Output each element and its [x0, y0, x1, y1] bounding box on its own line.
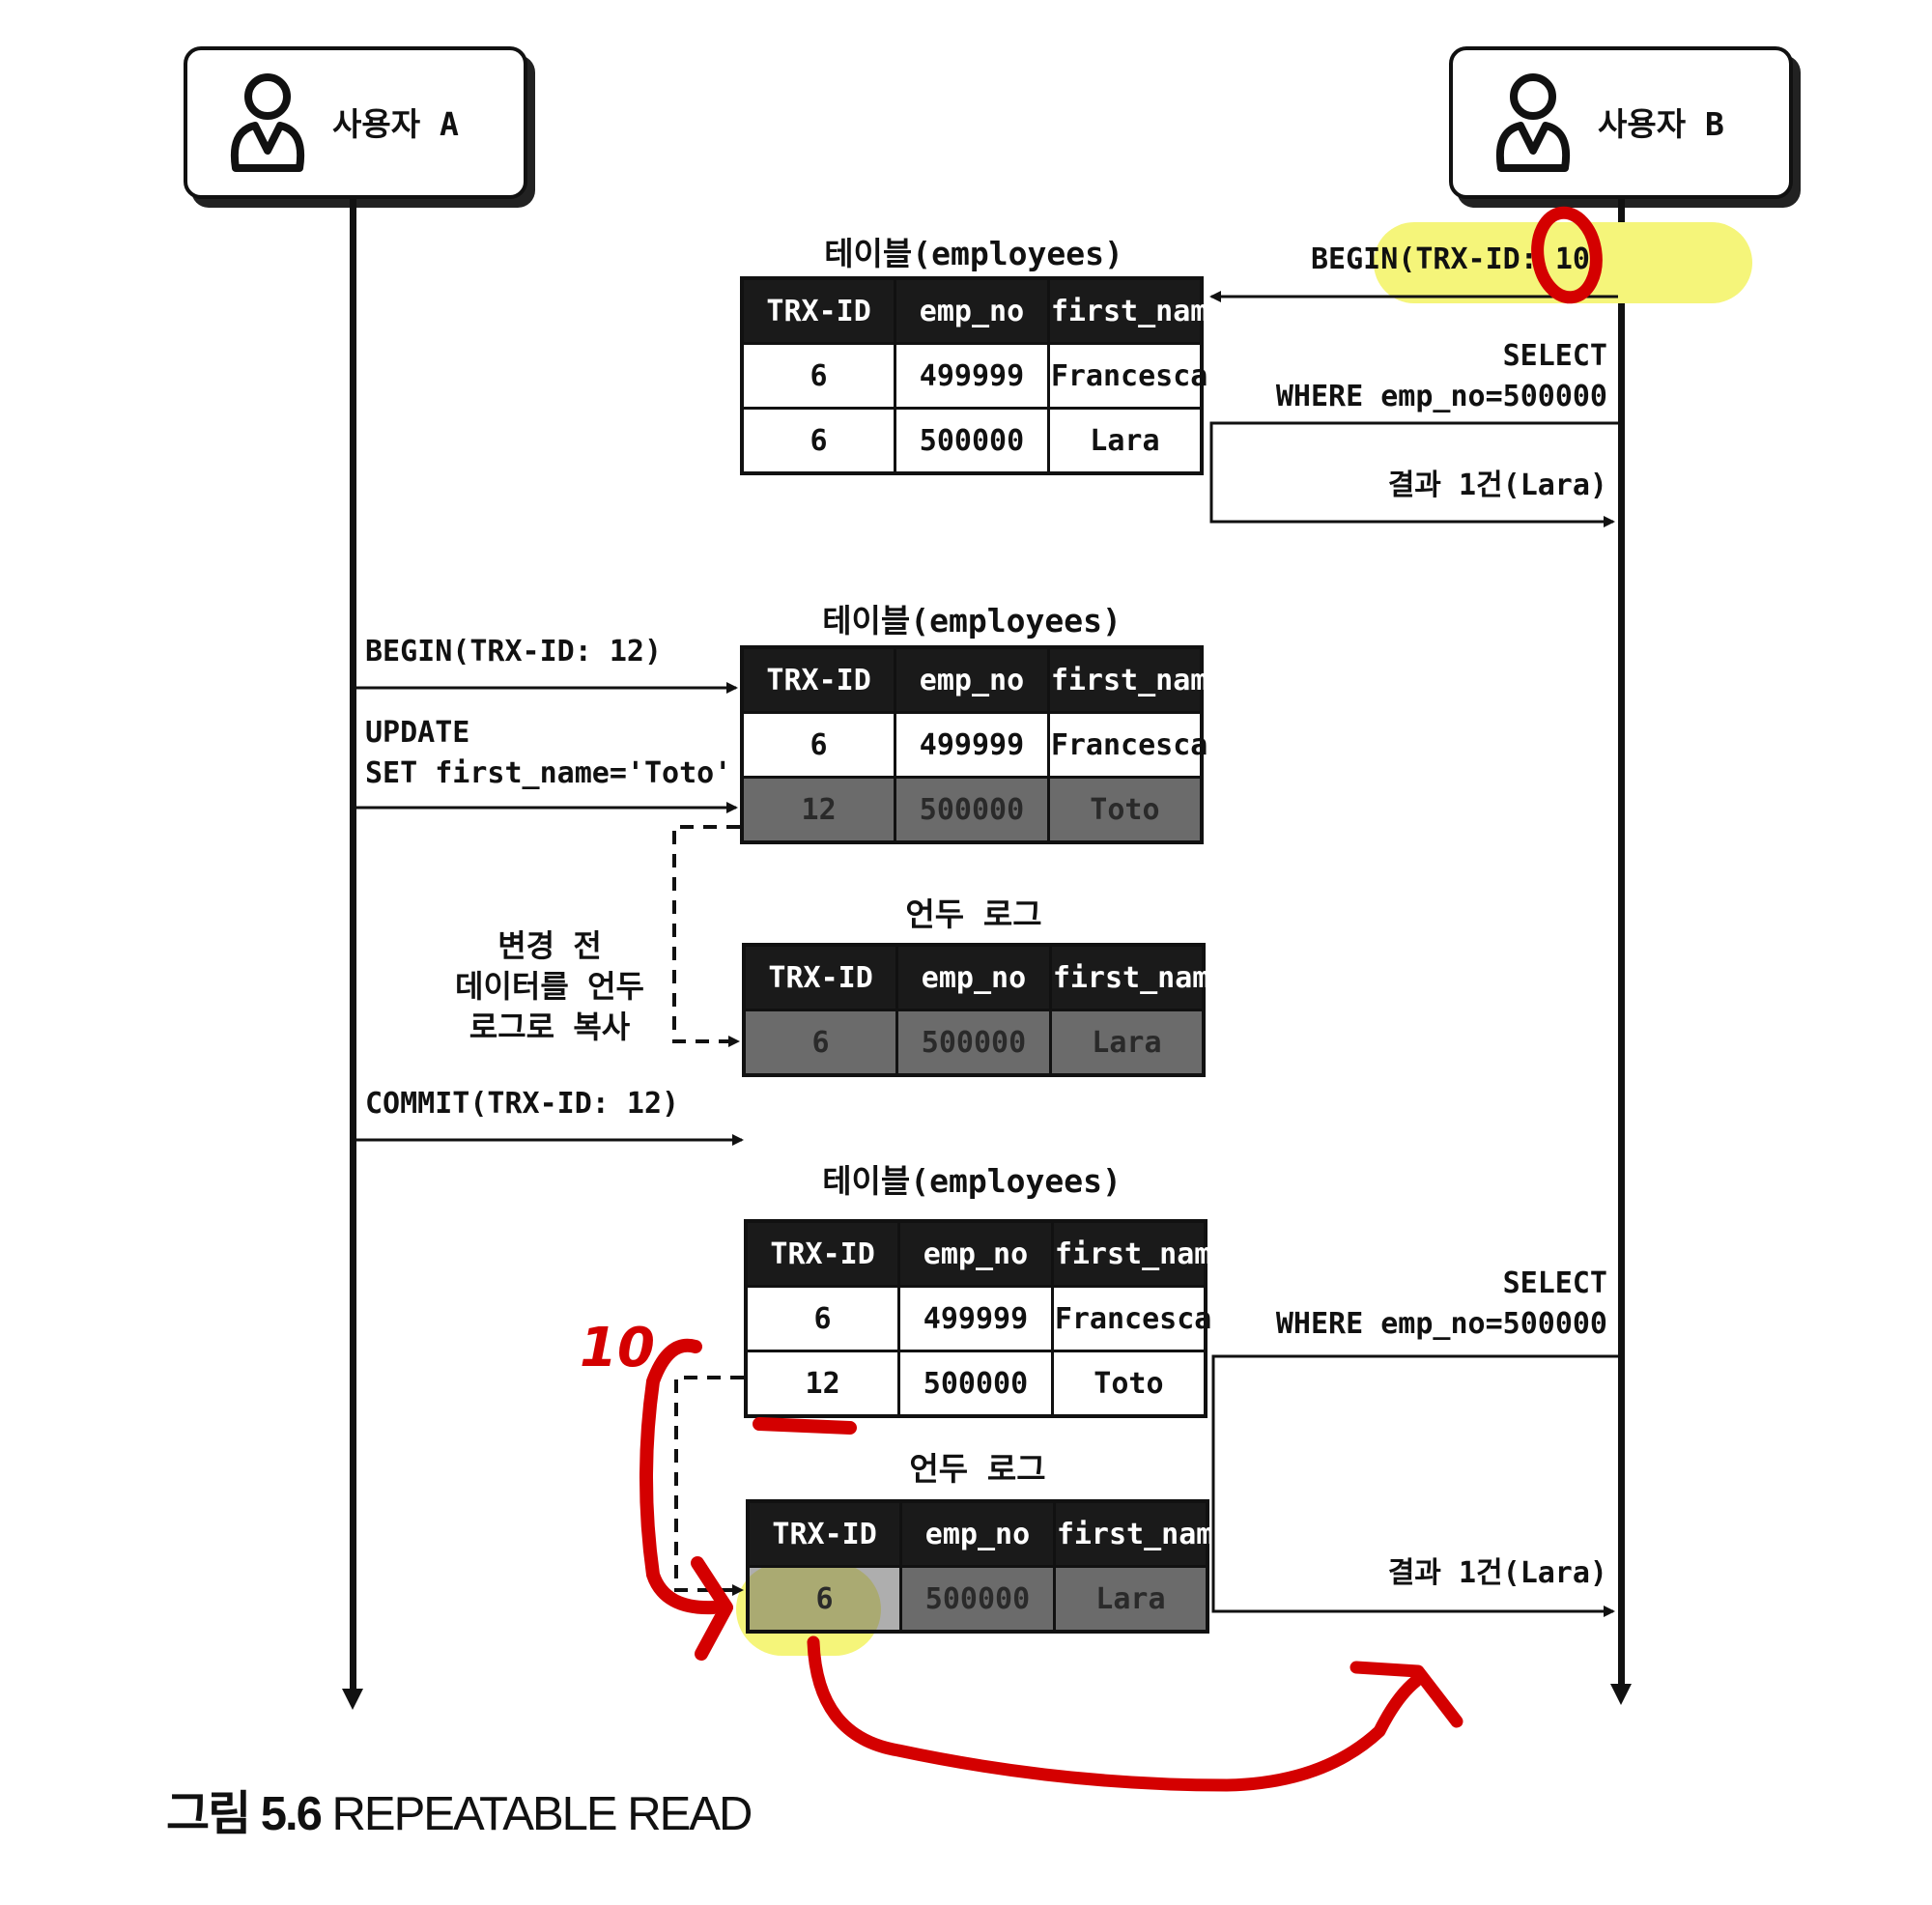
result-b-label: 결과 1건(Lara) [1387, 469, 1607, 502]
dashed-copy-arrow [672, 825, 740, 1047]
commit-a-label: COMMIT(TRX-ID: 12) [365, 1087, 680, 1121]
undo-log-table: TRX-ID emp_no first_name 6 500000 Lara [746, 1499, 1231, 1634]
col-header: emp_no [894, 276, 1050, 345]
col-header: TRX-ID [740, 645, 897, 714]
cell: 6 [740, 711, 897, 779]
employees-table: TRX-ID emp_no first_name 6 499999 France… [740, 645, 1225, 844]
lifeline-b-arrowhead [1610, 1684, 1632, 1705]
table-row: 12 500000 Toto [740, 776, 1204, 844]
cell: Lara [1048, 1009, 1206, 1077]
employees-table: TRX-ID emp_no first_name 6 499999 France… [740, 276, 1225, 475]
copy-note: 변경 전 데이터를 언두 로그로 복사 [455, 927, 644, 1045]
col-header: emp_no [897, 1219, 1054, 1288]
actor-user-a: 사용자 A [184, 46, 527, 199]
lifeline-a-arrowhead [342, 1689, 363, 1710]
col-header: TRX-ID [746, 1499, 903, 1568]
cell: 6 [744, 1285, 901, 1352]
arrow-select-b [1209, 421, 1618, 527]
begin-a-label: BEGIN(TRX-ID: 12) [365, 635, 663, 668]
cell: Lara [1046, 407, 1204, 475]
cell: 12 [744, 1350, 901, 1418]
col-header: emp_no [899, 1499, 1056, 1568]
red-arrowhead [691, 1556, 733, 1661]
table-row: 12 500000 Toto [744, 1350, 1208, 1418]
cell: Toto [1050, 1350, 1208, 1418]
cell: 500000 [897, 1350, 1054, 1418]
cell: 6 [746, 1565, 903, 1634]
user-icon [1496, 73, 1570, 172]
col-header: emp_no [894, 645, 1050, 714]
col-header: first_name [1046, 276, 1225, 345]
table-row: 6 499999 Francesca [740, 711, 1208, 779]
table-row: 6 500000 Lara [740, 407, 1204, 475]
cell: 6 [740, 407, 897, 475]
lifeline-a [350, 199, 356, 1692]
arrow-select-b [1211, 1354, 1618, 1617]
cell: 12 [740, 776, 897, 844]
table-row: 6 499999 Francesca [740, 342, 1208, 410]
cell: 500000 [894, 776, 1050, 844]
cell: 499999 [897, 1285, 1054, 1352]
red-underline [753, 1417, 857, 1435]
undo-log-table: TRX-ID emp_no first_name 6 500000 Lara [742, 943, 1227, 1077]
caption-title: REPEATABLE READ [331, 1788, 753, 1840]
figure-caption: 그림 5.6 REPEATABLE READ [166, 1776, 753, 1844]
cell: Lara [1052, 1565, 1209, 1634]
cell: 499999 [894, 342, 1050, 410]
col-header: first_name [1050, 1219, 1229, 1288]
col-header: first_name [1046, 645, 1225, 714]
dashed-undo-arrow [674, 1376, 744, 1596]
red-bracket [639, 1338, 720, 1615]
col-header: TRX-ID [742, 943, 899, 1011]
handwritten-annotations [639, 206, 1603, 1792]
caption-prefix: 그림 5.6 [166, 1788, 323, 1840]
table-caption: 테이블(employees) [822, 602, 1122, 640]
result-b-label: 결과 1건(Lara) [1387, 1556, 1607, 1590]
table-row: 6 499999 Francesca [744, 1285, 1211, 1352]
red-curve-arrow [807, 1635, 1423, 1792]
col-header: emp_no [895, 943, 1052, 1011]
red-curve-arrowhead [1350, 1661, 1463, 1728]
cell: Francesca [1046, 711, 1208, 779]
employees-table: TRX-ID emp_no first_name 6 499999 France… [744, 1219, 1229, 1418]
undo-log-caption: 언두 로그 [909, 1450, 1046, 1488]
select-b-label: SELECT WHERE emp_no=500000 [1275, 339, 1607, 413]
cell: 500000 [899, 1565, 1056, 1634]
table-caption: 테이블(employees) [822, 1162, 1122, 1200]
cell: 6 [742, 1009, 899, 1077]
col-header: first_name [1052, 1499, 1231, 1568]
actor-a-label: 사용자 A [332, 105, 459, 143]
undo-log-caption: 언두 로그 [905, 896, 1042, 933]
cell: Toto [1046, 776, 1204, 844]
table-row: 6 500000 Lara [742, 1009, 1206, 1077]
handwritten-number: 10 [580, 1317, 655, 1379]
actor-user-b: 사용자 B [1449, 46, 1793, 199]
actor-b-label: 사용자 B [1598, 105, 1724, 143]
cell: Francesca [1046, 342, 1208, 410]
cell: 500000 [894, 407, 1050, 475]
table-row: 6 500000 Lara [746, 1565, 1209, 1634]
cell: 499999 [894, 711, 1050, 779]
red-circle [1531, 206, 1603, 304]
user-icon [231, 73, 304, 172]
col-header: TRX-ID [740, 276, 897, 345]
cell: Francesca [1050, 1285, 1211, 1352]
cell: 500000 [895, 1009, 1052, 1077]
update-a-label: UPDATE SET first_name='Toto' [365, 716, 732, 790]
select-b-label: SELECT WHERE emp_no=500000 [1275, 1266, 1607, 1341]
col-header: TRX-ID [744, 1219, 901, 1288]
cell: 6 [740, 342, 897, 410]
lifeline-b [1618, 199, 1625, 1687]
table-caption: 테이블(employees) [824, 235, 1123, 272]
col-header: first_name [1048, 943, 1227, 1011]
